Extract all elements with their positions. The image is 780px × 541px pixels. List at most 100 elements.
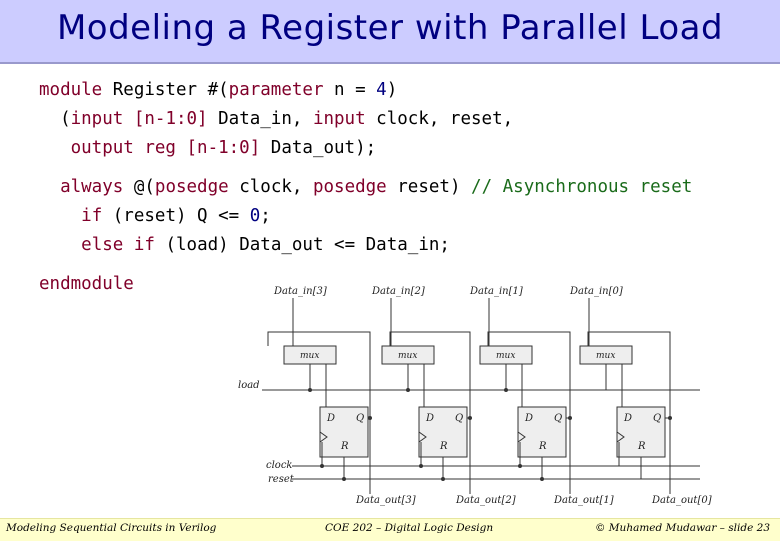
code-token: [n-1:0] [123,109,208,129]
ff-d-label: D [524,413,533,424]
output-label: Data_out[1] [553,495,614,506]
feedback-wire [487,331,571,419]
footer-right: © Muhamed Mudawar – slide 23 [594,522,770,534]
code-token: (reset) Q <= [102,206,250,226]
ff-q-label: Q [455,413,463,424]
code-token: (load) Data_out <= Data_in; [154,235,450,255]
clock-label: clock [266,460,292,471]
junction-dot [540,477,544,481]
ff-q-label: Q [356,413,364,424]
junction-dot [668,416,672,420]
ff-q-label: Q [653,413,661,424]
output-label: Data_out[2] [455,495,516,506]
ff-q-label: Q [554,413,562,424]
footer-left: Modeling Sequential Circuits in Verilog [6,522,217,534]
feedback-wire [587,331,671,419]
ff-r-label: R [538,441,547,452]
junction-dot [419,464,423,468]
mux-label: mux [300,351,319,361]
code-token: posedge [312,177,387,197]
junction-dot [342,477,346,481]
input-label: Data_in[3] [273,286,327,297]
bit-slice-3 [267,298,371,494]
code-line-7: endmodule [39,274,134,294]
ff-r-label: R [439,441,448,452]
mux-label: mux [496,351,515,361]
junction-dot [518,464,522,468]
code-line-5: if (reset) Q <= 0; [39,206,271,226]
footer-bar: Modeling Sequential Circuits in Verilog … [0,518,780,541]
bit-slice-2 [381,298,471,494]
code-token: input [312,109,366,129]
code-token: else if [81,235,155,255]
footer-center: COE 202 – Digital Logic Design [325,522,494,534]
code-token: parameter [228,80,324,100]
code-token: n = [323,80,377,100]
clock-triangle [517,431,526,443]
flip-flop [319,406,369,458]
ff-d-label: D [326,413,335,424]
flip-flop [418,406,468,458]
code-token: Data_out); [260,138,377,158]
mux-label: mux [398,351,417,361]
code-token: posedge [154,177,229,197]
code-token: clock, reset, [365,109,514,129]
code-token: output reg [70,138,176,158]
input-label: Data_in[0] [569,286,623,297]
code-token: module [39,80,103,100]
ff-d-label: D [623,413,632,424]
clock-triangle [418,431,427,443]
clock-triangle [319,431,328,443]
code-token: endmodule [39,274,134,294]
code-token: reset) [386,177,472,197]
output-label: Data_out[0] [651,495,712,506]
code-token: [n-1:0] [175,138,261,158]
code-token: clock, [228,177,313,197]
code-line-2: (input [n-1:0] Data_in, input clock, res… [39,109,513,129]
junction-dot [504,388,508,392]
reset-label: reset [268,474,295,485]
code-token: 0 [249,206,261,226]
code-token: input [70,109,124,129]
code-line-1: module Register #(parameter n = 4) [39,80,397,100]
code-line-4: always @(posedge clock, posedge reset) /… [39,177,692,197]
code-line-3: output reg [n-1:0] Data_out); [39,138,377,158]
code-token: @( [123,177,155,197]
input-label: Data_in[1] [469,286,523,297]
code-token: ) [386,80,398,100]
code-token: ; [260,206,271,226]
code-token: ( [39,109,71,129]
ff-r-label: R [637,441,646,452]
ff-r-label: R [340,441,349,452]
verilog-code: module Register #(parameter n = 4) (inpu… [0,0,692,294]
code-token: Register #( [102,80,229,100]
flip-flop [616,406,666,458]
code-token: if [81,206,103,226]
junction-dot [368,416,372,420]
junction-dot [406,388,410,392]
junction-dot [320,464,324,468]
clock-triangle [616,431,625,443]
code-line-6: else if (load) Data_out <= Data_in; [39,235,450,255]
input-label: Data_in[2] [371,286,425,297]
junction-dots [308,388,672,481]
slide-title: Modeling a Register with Parallel Load [56,8,724,48]
code-comment: // Asynchronous reset [471,177,693,197]
code-token: 4 [376,80,387,100]
output-label: Data_out[3] [355,495,416,506]
code-token: always [60,177,124,197]
junction-dot [308,388,312,392]
junction-dot [568,416,572,420]
junction-dot [441,477,445,481]
bit-slice-1 [479,298,571,494]
load-label: load [238,380,260,391]
bit-slice-0 [579,298,671,494]
title-bar [0,0,780,64]
flip-flop [517,406,567,458]
mux-label: mux [596,351,615,361]
feedback-wire [267,331,371,419]
junction-dot [468,416,472,420]
feedback-wire [389,331,471,419]
ff-d-label: D [425,413,434,424]
